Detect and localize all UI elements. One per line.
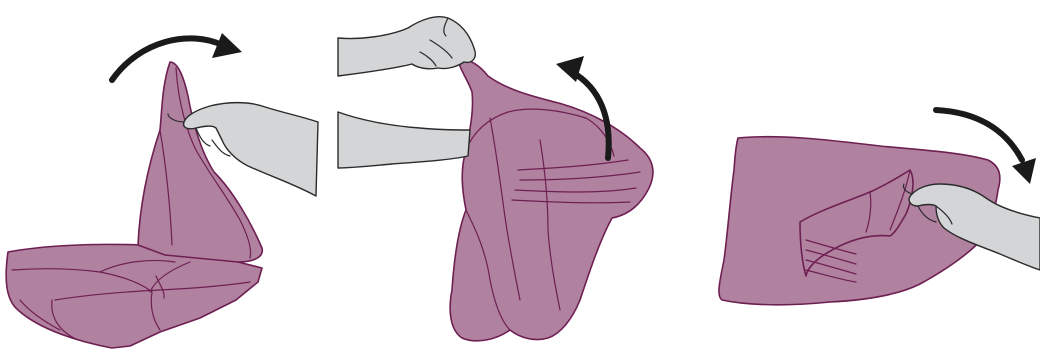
step-2-cloth: [450, 60, 653, 341]
step-2-top-hand: [338, 17, 475, 76]
step-1-panel: [6, 33, 318, 348]
step-3-panel: [719, 110, 1040, 305]
step-2-panel: [338, 17, 653, 341]
step-2-bottom-hand: [338, 112, 470, 168]
